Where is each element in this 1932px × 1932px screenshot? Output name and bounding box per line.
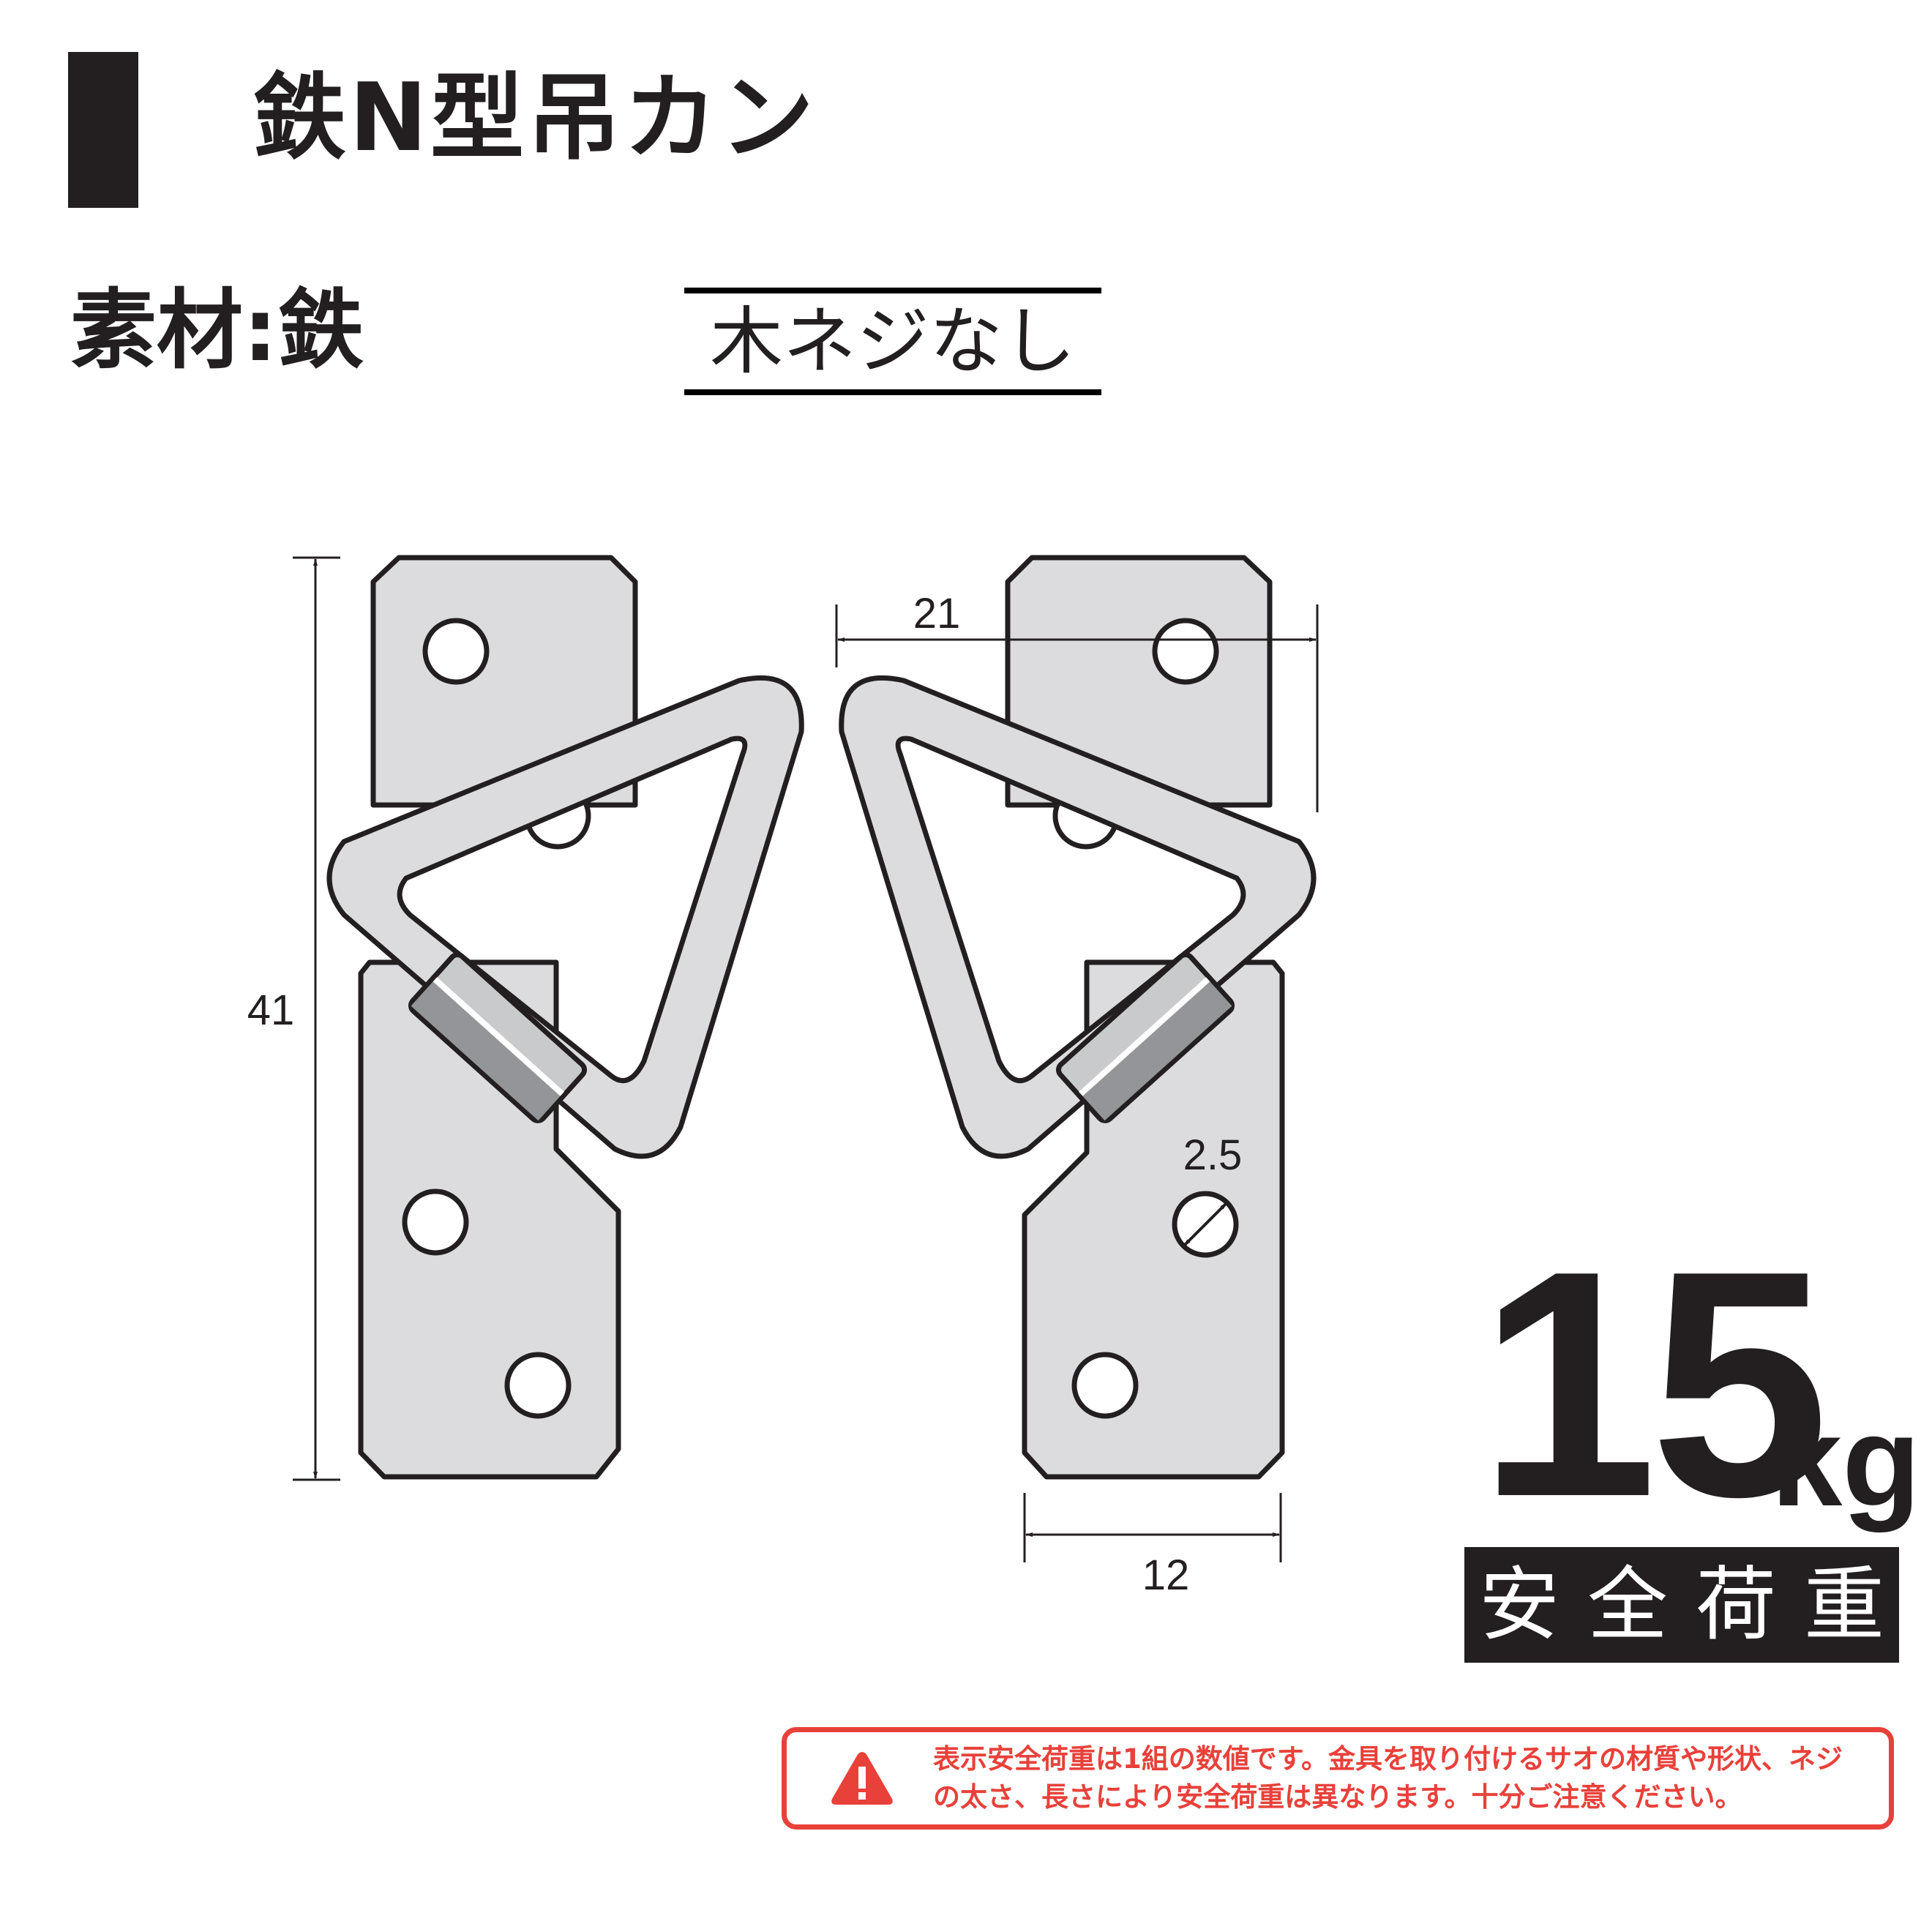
screw-hole — [422, 618, 490, 685]
dimension-height: 41 — [247, 556, 340, 1481]
safe-load-badge: 安全荷重 — [1464, 1547, 1899, 1663]
dimension-plate-width: 12 — [1023, 1493, 1282, 1599]
triangle-ring — [326, 675, 804, 1159]
svg-text:41: 41 — [247, 986, 295, 1034]
safe-load-label: 安全荷重 — [1479, 1558, 1912, 1652]
screw-hole — [1152, 618, 1219, 685]
left-upper-plate — [370, 555, 638, 808]
svg-text:12: 12 — [1142, 1551, 1190, 1599]
dimension-overall-width: 21 — [835, 590, 1319, 812]
warning-triangle-icon — [831, 1752, 893, 1805]
screw-note-box: 木ネジなし — [684, 288, 1101, 395]
warning-line-1: 表示安全荷重は1組の数値です。金具を取り付けるサオの材質や形状、ネジ — [933, 1743, 1843, 1775]
warning-line-2: の太さ、長さにより安全荷重は異なります。十分ご注意ください。 — [933, 1781, 1742, 1813]
safe-load-value: 15 — [1478, 1205, 1829, 1564]
hinge-tube — [1055, 952, 1235, 1123]
right-upper-plate — [1005, 555, 1273, 808]
hinge-tube — [408, 952, 588, 1123]
title-accent-bar — [68, 52, 138, 208]
screw-hole — [402, 1188, 469, 1256]
right-hanger — [839, 555, 1317, 1480]
material-label: 素材:鉄 — [70, 280, 364, 381]
hole-diameter-label: 2.5 — [1183, 1131, 1243, 1179]
screw-note-text: 木ネジなし — [710, 298, 1076, 384]
left-hanger — [326, 555, 804, 1480]
screw-hole — [1071, 1352, 1139, 1419]
page-title: 鉄N型吊カン — [252, 64, 817, 173]
screw-hole — [504, 1352, 572, 1419]
safe-load-unit: kg — [1771, 1390, 1921, 1533]
warning-text: 表示安全荷重は1組の数値です。金具を取り付けるサオの材質や形状、ネジ の太さ、長… — [933, 1740, 1843, 1816]
svg-text:21: 21 — [913, 590, 961, 637]
warning-notice: 表示安全荷重は1組の数値です。金具を取り付けるサオの材質や形状、ネジ の太さ、長… — [782, 1727, 1894, 1830]
triangle-ring — [839, 675, 1317, 1159]
